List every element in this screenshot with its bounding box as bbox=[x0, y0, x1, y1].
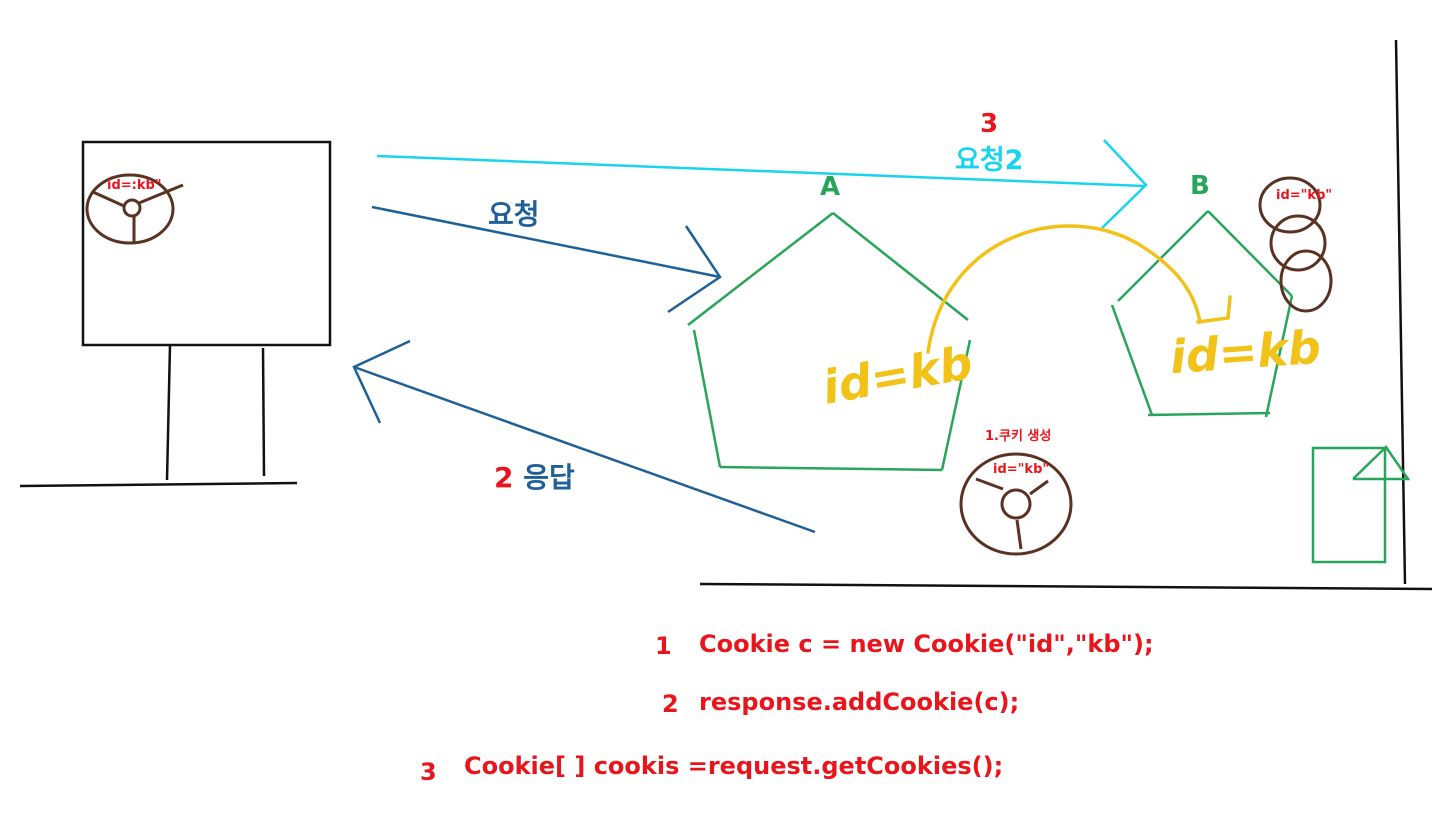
client-cookie-icon bbox=[85, 173, 184, 245]
cookie-create-label: 1.쿠키 생성 bbox=[985, 429, 1052, 444]
request2-step: 3 bbox=[980, 109, 999, 139]
client-leg-left bbox=[165, 344, 172, 481]
request-arrow bbox=[371, 205, 722, 314]
client-ground bbox=[19, 481, 298, 488]
boundary-lines bbox=[699, 39, 1433, 591]
code-step-2: 2 bbox=[662, 690, 679, 718]
cookie-stack-icon bbox=[1258, 176, 1333, 313]
created-cookie-icon bbox=[959, 452, 1073, 556]
request2-arrow bbox=[376, 139, 1148, 229]
document-upload-icon bbox=[1311, 445, 1411, 564]
created-cookie-label: id="kb" bbox=[993, 462, 1050, 477]
response-arrow bbox=[352, 339, 816, 534]
response-step: 2 bbox=[494, 461, 514, 494]
server-a-label: A bbox=[820, 172, 841, 202]
code-step-3: 3 bbox=[420, 758, 437, 786]
code-line-2: response.addCookie(c); bbox=[699, 688, 1020, 716]
request-label: 요청 bbox=[488, 198, 540, 231]
code-line-3: Cookie[ ] cookis =request.getCookies(); bbox=[464, 752, 1004, 780]
client-cookie-label: id=:kb" bbox=[107, 178, 162, 193]
request2-label: 요청2 bbox=[955, 145, 1024, 176]
server-b-shape bbox=[1110, 210, 1294, 418]
code-line-1: Cookie c = new Cookie("id","kb"); bbox=[699, 630, 1154, 658]
code-step-1: 1 bbox=[655, 632, 672, 660]
server-a-shape bbox=[687, 212, 972, 472]
response-label: 2 응답 bbox=[494, 456, 575, 496]
cookie-stack-label: id="kb" bbox=[1276, 188, 1333, 203]
client-leg-right bbox=[261, 347, 266, 477]
client-screen bbox=[81, 140, 332, 347]
server-b-session-value: id=kb bbox=[1168, 319, 1323, 385]
response-text: 응답 bbox=[523, 461, 575, 494]
client-computer bbox=[19, 140, 332, 488]
server-b-label: B bbox=[1190, 171, 1210, 201]
session-transfer-arrow bbox=[926, 224, 1232, 354]
